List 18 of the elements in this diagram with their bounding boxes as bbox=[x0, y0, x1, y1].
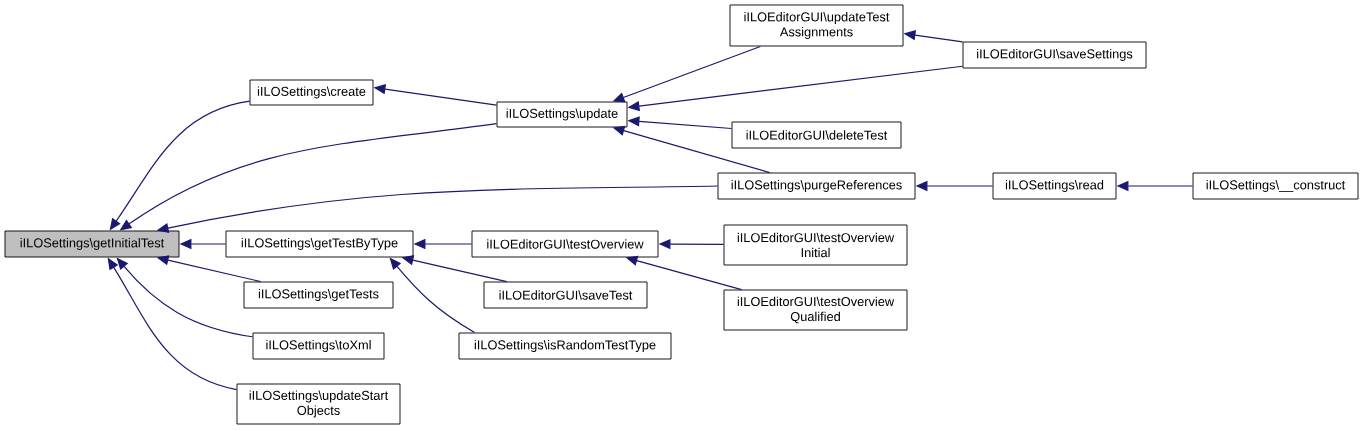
function-box: iILOSettings\getTestByType bbox=[225, 230, 414, 258]
function-box: iILOSettings\__construct bbox=[1192, 172, 1359, 200]
function-box: iILOSettings\purgeReferences bbox=[717, 172, 916, 200]
function-box: iILOSettings\toXml bbox=[252, 332, 385, 360]
function-box: iILOSettings\getInitialTest bbox=[4, 230, 180, 258]
function-box: iILOEditorGUI\saveSettings bbox=[962, 41, 1147, 69]
function-box: iILOSettings\updateStart Objects bbox=[236, 383, 401, 425]
function-box: iILOEditorGUI\saveTest bbox=[483, 281, 648, 309]
function-box: iILOEditorGUI\deleteTest bbox=[731, 121, 902, 149]
function-box: iILOEditorGUI\testOverview Qualified bbox=[723, 289, 908, 331]
function-box: iILOSettings\isRandomTestType bbox=[458, 332, 672, 360]
function-box: iILOEditorGUI\testOverview Initial bbox=[723, 224, 908, 266]
function-box: iILOSettings\read bbox=[992, 172, 1117, 200]
function-box: iILOEditorGUI\testOverview bbox=[471, 230, 659, 258]
function-box: iILOSettings\create bbox=[249, 79, 374, 106]
function-box: iILOEditorGUI\updateTest Assignments bbox=[729, 4, 904, 47]
function-box: iILOSettings\update bbox=[496, 101, 628, 128]
function-box: iILOSettings\getTests bbox=[243, 281, 394, 309]
